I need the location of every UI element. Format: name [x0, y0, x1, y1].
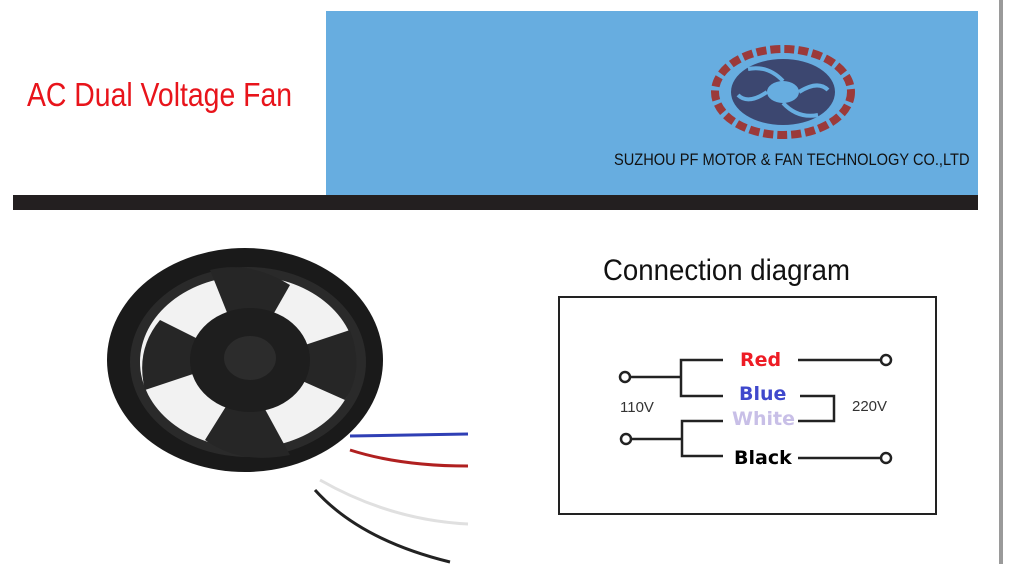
scrollbar[interactable]: [999, 0, 1003, 564]
connection-diagram: [558, 296, 937, 515]
wire-label-red: Red: [740, 349, 782, 371]
wire-label-blue: Blue: [739, 383, 787, 405]
diagram-title: Connection diagram: [603, 254, 851, 287]
voltage-220-label: 220V: [852, 398, 888, 415]
header-banner: [326, 11, 978, 195]
page-title: AC Dual Voltage Fan: [27, 76, 293, 113]
fan-photo: [107, 248, 469, 564]
wiring-lines: [618, 353, 893, 465]
company-logo: [711, 45, 855, 139]
voltage-110-label: 110V: [620, 399, 654, 416]
company-name: SUZHOU PF MOTOR & FAN TECHNOLOGY CO.,LTD: [614, 150, 970, 169]
wire-label-black: Black: [734, 447, 792, 469]
wire-label-white: White: [732, 408, 795, 430]
header-divider: [13, 195, 978, 210]
